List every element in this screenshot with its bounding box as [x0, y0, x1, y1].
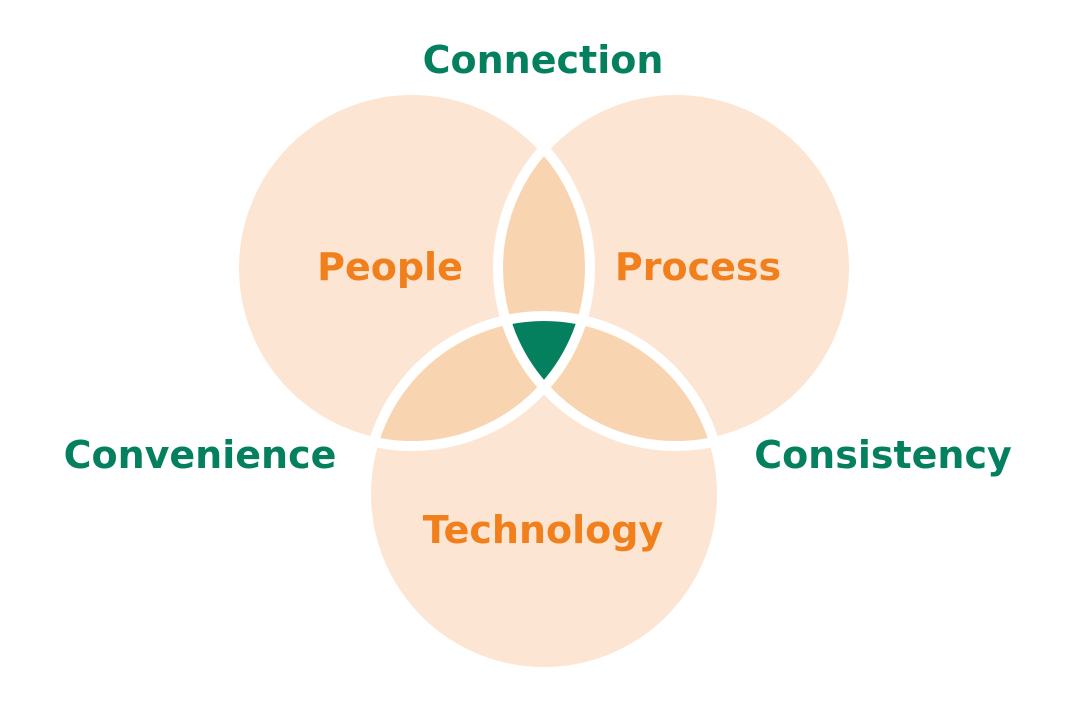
process-outline: [493, 85, 859, 451]
people-technology-overlap: [366, 316, 590, 446]
connection-label: Connection: [423, 38, 664, 82]
technology-label: Technology: [423, 508, 664, 552]
people-label: People: [317, 245, 463, 289]
people-outline: [229, 85, 595, 451]
convenience-label: Convenience: [64, 433, 337, 477]
technology-outline: [361, 311, 727, 677]
consistency-label: Consistency: [754, 433, 1012, 477]
circle-outlines: [229, 85, 859, 677]
process-label: Process: [615, 245, 781, 289]
process-technology-overlap: [498, 316, 722, 446]
